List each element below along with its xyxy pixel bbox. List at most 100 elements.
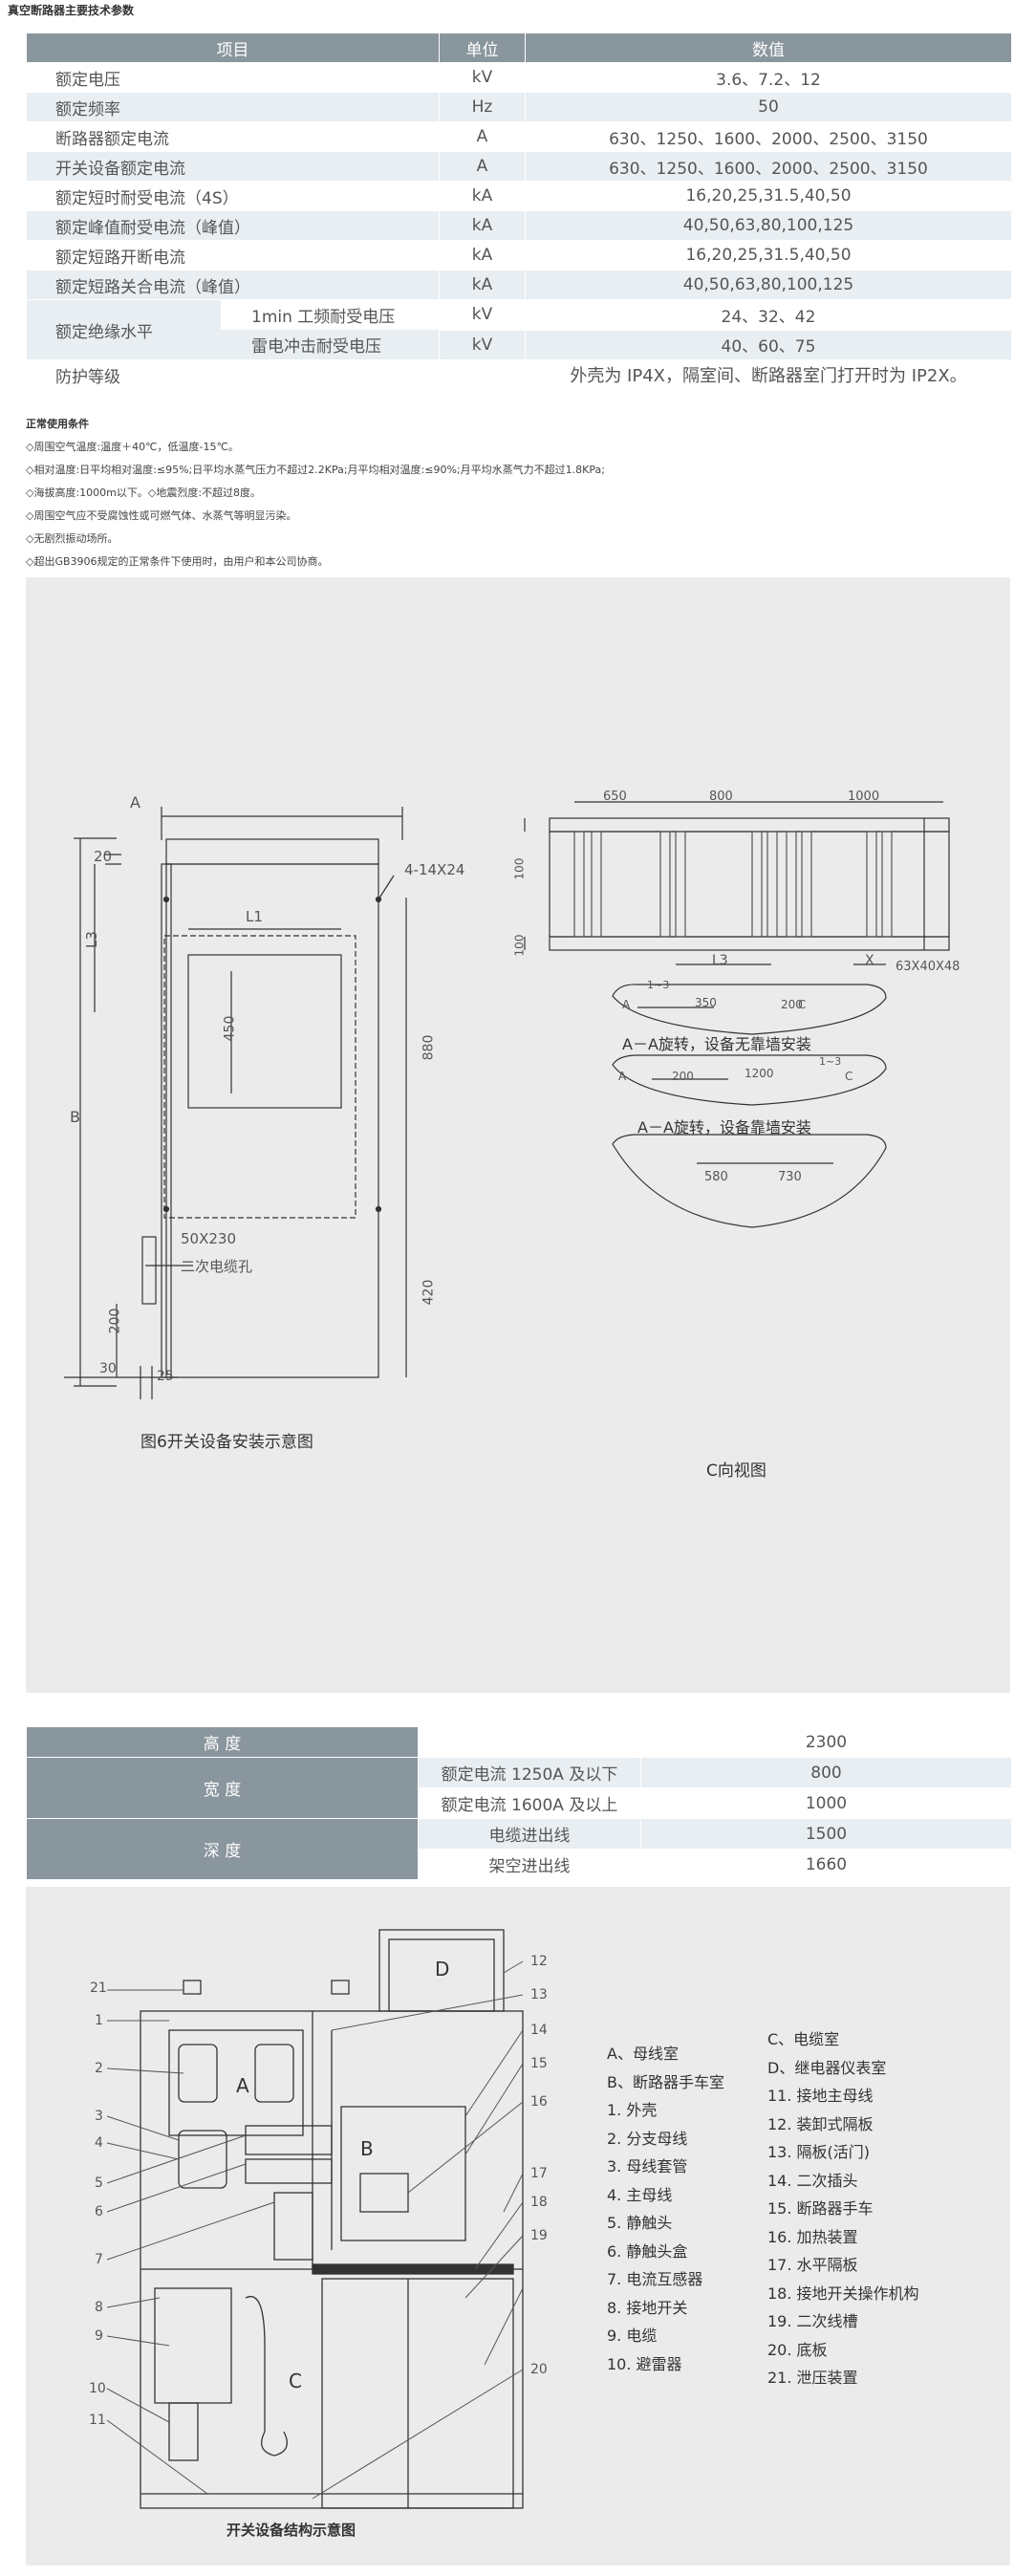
panel-top (165, 838, 379, 865)
legend-item: 5. 静触头 (607, 2214, 673, 2232)
insulation-label: 额定绝缘水平 (27, 300, 221, 359)
callout-17: 17 (530, 2166, 548, 2181)
spec-header-item: 项目 (26, 32, 440, 63)
dim-value: 2300 (640, 1726, 1012, 1758)
compartment-B-label: B (360, 2137, 374, 2160)
legend-item: 4. 主母线 (607, 2185, 673, 2204)
page-title: 真空断路器主要技术参数 (8, 4, 135, 17)
sec2-13-label: 1~3 (819, 1055, 842, 1068)
spec-header-value: 数值 (525, 32, 1012, 63)
fig1-caption-left: 图6开关设备安装示意图 (140, 1433, 313, 1452)
sec1-200-label: 200 (781, 998, 803, 1011)
panel-inner-dashed (163, 935, 356, 1219)
callout-16: 16 (530, 2094, 548, 2110)
dimensions-table: 高 度 2300 宽 度 额定电流 1250A 及以下 800 额定电流 160… (26, 1726, 1012, 1880)
spec-value: 外壳为 IP4X，隔室间、断路器室门打开时为 IP2X。 (525, 359, 1012, 390)
spec-unit: A (439, 151, 526, 182)
dim-100b-label: 100 (512, 934, 527, 957)
legend-right: C、电缆室 D、继电器仪表室 11. 接地主母线 12. 装卸式隔板 13. 隔… (767, 2025, 1006, 2392)
panel-window (187, 954, 342, 1109)
table-row: 额定电流 1600A 及以上 1000 (27, 1787, 1012, 1819)
spec-value: 16,20,25,31.5,40,50 (525, 240, 1012, 271)
table-row: 宽 度 额定电流 1250A 及以下 800 (26, 1757, 1012, 1819)
dim-label: 高 度 (26, 1726, 419, 1758)
dim-L1-label: L1 (246, 908, 263, 925)
dim-880-label: 880 (421, 1034, 437, 1061)
dim-420-label: 420 (421, 1279, 437, 1306)
spec-value: 40,50,63,80,100,125 (525, 270, 1012, 300)
structure-figure: A B C D 21 1 2 3 4 5 6 7 8 9 10 11 12 13… (26, 1887, 1010, 2565)
legend-item: 21. 泄压装置 (767, 2369, 858, 2387)
spec-value: 40、60、75 (525, 329, 1012, 360)
sec2-A-label: A (618, 1070, 627, 1083)
dim-value: 1660 (640, 1849, 1012, 1880)
sec3-730-label: 730 (778, 1170, 802, 1184)
legend-item: 18. 接地开关操作机构 (767, 2284, 919, 2303)
legend-item: 19. 二次线槽 (767, 2312, 858, 2330)
dim-value: 1500 (640, 1818, 1012, 1850)
spec-value: 3.6、7.2、12 (525, 62, 1012, 93)
spec-value: 630、1250、1600、2000、2500、3150 (525, 151, 1012, 182)
condition-item: ◇超出GB3906规定的正常条件下使用时，由用户和本公司协商。 (26, 555, 329, 568)
table-row: 架空进出线 1660 (26, 1849, 1012, 1880)
spec-unit: kA (439, 270, 526, 300)
dim-200-label: 200 (107, 1308, 123, 1334)
table-row: 防护等级 外壳为 IP4X，隔室间、断路器室门打开时为 IP2X。 (26, 359, 1012, 390)
legend-item: C、电缆室 (767, 2030, 840, 2048)
sec2-1200-label: 1200 (745, 1067, 774, 1080)
spec-item: 额定短时耐受电流（4S） (26, 181, 440, 211)
spec-value: 16,20,25,31.5,40,50 (525, 181, 1012, 211)
sec2-200-label: 200 (672, 1070, 694, 1083)
fig2-caption: 开关设备结构示意图 (227, 2522, 356, 2539)
dim-sub: 额定电流 1600A 及以上 (418, 1787, 641, 1819)
legend-item: 17. 水平隔板 (767, 2256, 858, 2274)
legend-item: 6. 静触头盒 (607, 2241, 688, 2261)
condition-item: ◇相对温度:日平均相对温度:≤95%;日平均水蒸气压力不超过2.2KPa;月平均… (26, 464, 605, 476)
legend-left: A、母线室 B、断路器手车室 1. 外壳 2. 分支母线 3. 母线套管 4. … (607, 2040, 769, 2378)
condition-item: ◇无剧烈振动场所。 (26, 532, 119, 545)
sec3-580-label: 580 (704, 1170, 728, 1184)
callout-8: 8 (95, 2300, 103, 2315)
structure-drawing (106, 1929, 524, 2509)
condition-item: ◇海拔高度:1000m以下。◇地震烈度:不超过8度。 (26, 487, 262, 499)
dim-sub: 额定电流 1250A 及以下 (418, 1757, 641, 1788)
insulation-sub-item: 1min 工频耐受电压 (221, 300, 439, 330)
table-row: 深 度 电缆进出线 1500 (26, 1818, 1012, 1880)
spec-unit: kV (439, 299, 526, 331)
callout-7: 7 (95, 2252, 103, 2267)
legend-item: 8. 接地开关 (607, 2298, 688, 2317)
steel-size-label: 63X40X48 (896, 960, 960, 974)
spec-unit: kV (439, 329, 526, 360)
callout-2: 2 (95, 2061, 103, 2076)
callout-20: 20 (530, 2362, 548, 2377)
dim-800-label: 800 (709, 790, 733, 804)
spec-unit: kA (439, 210, 526, 241)
sec1-C-label: C (798, 998, 807, 1011)
dim-25-label: 25 (157, 1369, 174, 1384)
dim-sub: 电缆进出线 (418, 1818, 641, 1850)
dim-X-label: X (865, 953, 874, 968)
fig1-caption-right: C向视图 (706, 1461, 766, 1481)
dim-sub (418, 1726, 641, 1758)
spec-item: 防护等级 (26, 359, 440, 390)
sec1-A-label: A (622, 998, 631, 1011)
dim-value: 800 (640, 1757, 1012, 1788)
legend-item: 13. 隔板(活门) (767, 2143, 871, 2161)
dim-100a-label: 100 (512, 857, 527, 880)
dim-sub: 架空进出线 (418, 1849, 641, 1880)
sec2-C-label: C (845, 1070, 853, 1083)
insulation-sub-item: 雷电冲击耐受电压 (221, 330, 439, 359)
callout-6: 6 (95, 2204, 103, 2219)
callout-18: 18 (530, 2195, 548, 2210)
callout-10: 10 (89, 2381, 106, 2396)
spec-unit: Hz (439, 92, 526, 122)
callout-14: 14 (530, 2023, 548, 2038)
section-aa2-caption: A－A旋转，设备靠墙安装 (637, 1118, 811, 1136)
legend-item: 7. 电流互感器 (607, 2270, 703, 2288)
